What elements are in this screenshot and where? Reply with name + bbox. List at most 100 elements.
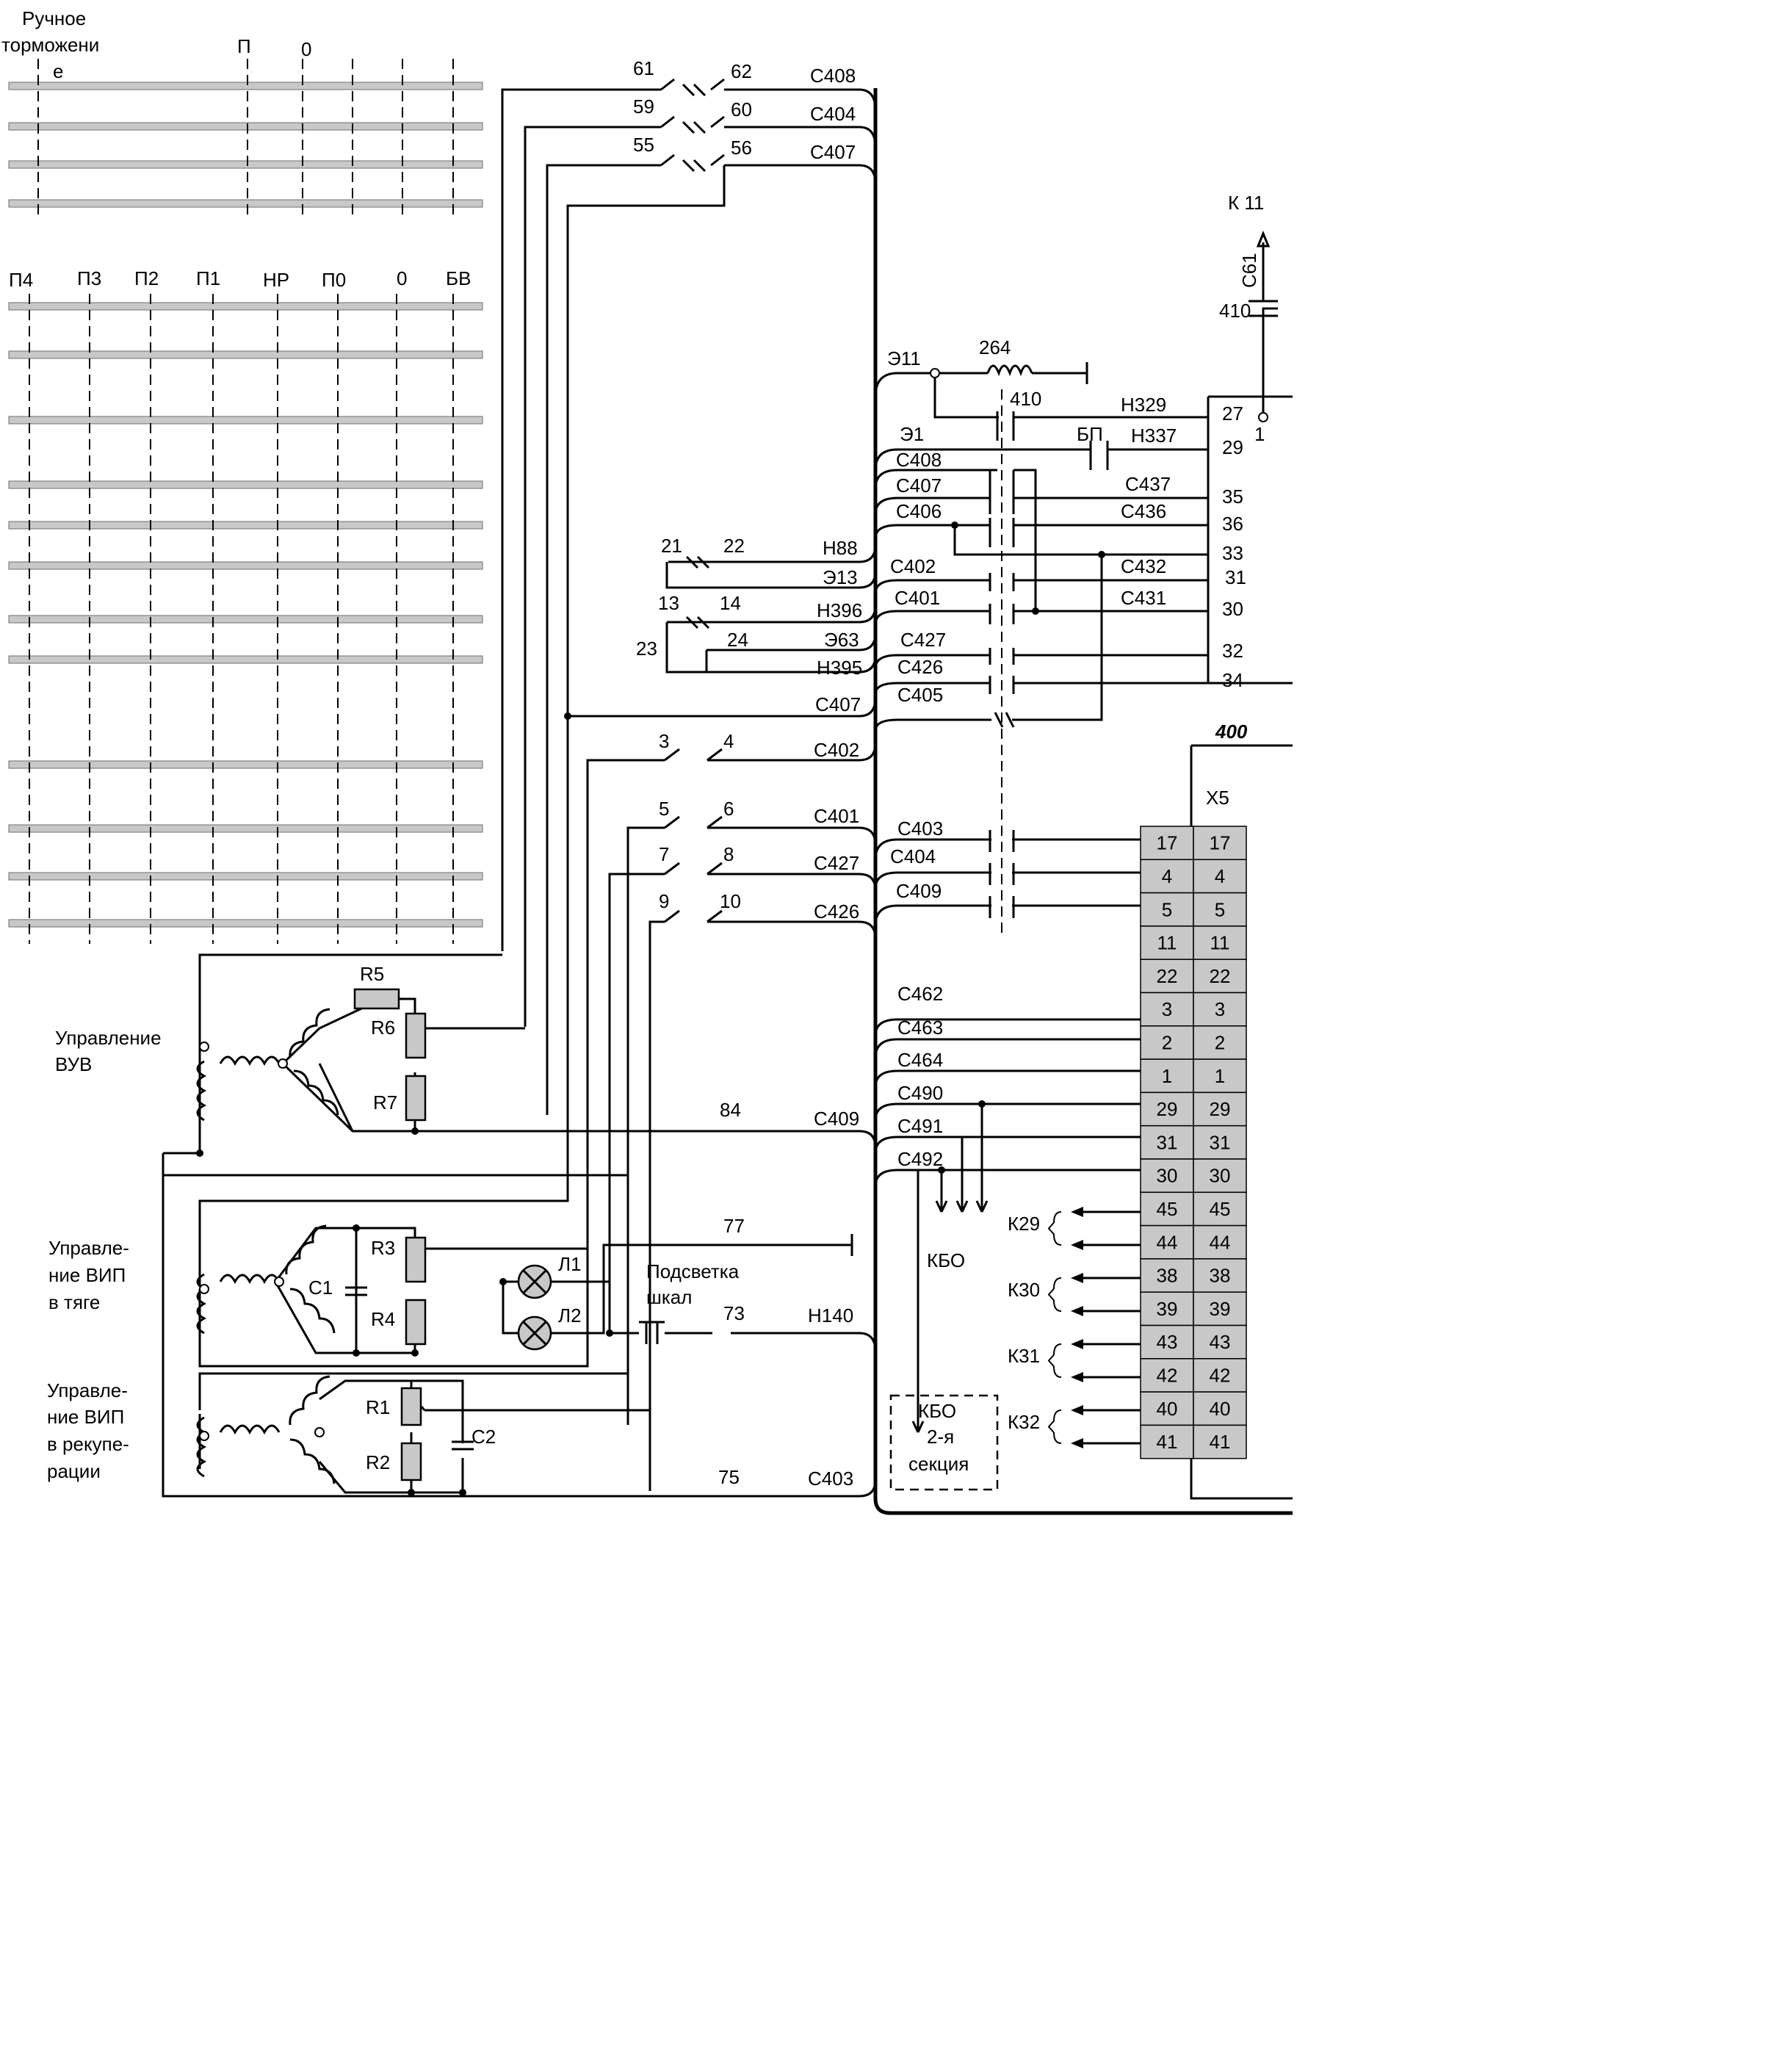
brake-contact-bar <box>8 122 483 131</box>
vip-t-title-2: ние ВИП <box>48 1264 126 1286</box>
x5-cell-value: 3 <box>1215 998 1225 1020</box>
contact-6: 6 <box>723 798 734 820</box>
labels: 61 62 С408 59 60 С404 55 56 С407 К 11 С6… <box>47 57 1265 1490</box>
label-c405: С405 <box>897 684 943 706</box>
main-contact-bar <box>8 561 483 570</box>
pos-p2: П2 <box>134 267 159 289</box>
label-c436: С436 <box>1121 500 1166 522</box>
label-r3: R3 <box>371 1237 395 1259</box>
x5-cell <box>1140 992 1194 1027</box>
contact-9: 9 <box>659 890 669 912</box>
x5-cell-value: 41 <box>1157 1431 1178 1453</box>
x5-cell-value: 31 <box>1210 1131 1231 1153</box>
contact-21: 21 <box>661 535 682 557</box>
label-c432: С432 <box>1121 555 1166 577</box>
label-n337: Н337 <box>1131 425 1177 447</box>
k32-label: К32 <box>1008 1411 1040 1433</box>
k-arrow-head <box>1071 1339 1083 1349</box>
x5-cell <box>1193 1424 1247 1459</box>
x5-cell <box>1193 892 1247 927</box>
x5-cell-value: 4 <box>1215 865 1225 887</box>
x5-cell-value: 42 <box>1157 1364 1178 1386</box>
contact-7: 7 <box>659 843 669 865</box>
label-bp: БП <box>1077 423 1103 445</box>
label-c490: С490 <box>897 1082 943 1104</box>
x5-cell <box>1140 859 1194 894</box>
x5-cell-value: 17 <box>1157 832 1178 854</box>
main-contact-bar <box>8 872 483 881</box>
k-group-brace <box>1047 1343 1062 1378</box>
x5-cell <box>1140 1091 1194 1127</box>
x5-cell-value: 3 <box>1162 998 1172 1020</box>
x5-cell <box>1140 1191 1194 1227</box>
label-c401: С401 <box>895 587 940 609</box>
k-arrow-head <box>1071 1372 1083 1382</box>
x5-cell-value: 31 <box>1157 1131 1178 1153</box>
k-group-brace <box>1047 1211 1062 1246</box>
label-n395: Н395 <box>817 657 862 679</box>
contact-3: 3 <box>659 730 669 752</box>
label-l1: Л1 <box>558 1253 582 1275</box>
x5-cell <box>1140 1224 1194 1260</box>
label-c492: С492 <box>897 1148 943 1170</box>
terminal-33: 33 <box>1222 542 1243 564</box>
label-410-relay: 410 <box>1010 388 1041 410</box>
label-r7: R7 <box>373 1091 397 1113</box>
main-contact-bar <box>8 521 483 530</box>
controller-labels: Ручное торможени е П 0 П4 П3 П2 П1 НР П0… <box>1 7 471 291</box>
x5-cell <box>1193 1258 1247 1293</box>
x5-cell <box>1193 826 1247 861</box>
x5-cell <box>1140 1125 1194 1160</box>
contact-55: 55 <box>633 134 654 156</box>
connector-x5: Х5 <box>1206 787 1229 809</box>
k-arrow-head <box>1071 1273 1083 1283</box>
main-contact-bar <box>8 655 483 664</box>
contact-23: 23 <box>636 638 657 660</box>
pos-bv: БВ <box>446 267 471 289</box>
label-c426: С426 <box>897 656 943 678</box>
vip-t-title-1: Управле- <box>48 1237 129 1259</box>
label-c402-low: С402 <box>814 739 859 761</box>
label-r5: R5 <box>360 963 384 985</box>
x5-cell-value: 11 <box>1210 932 1230 954</box>
junctions <box>196 368 1268 1496</box>
x5-cell-value: 5 <box>1215 898 1225 920</box>
brake-contact-bar <box>8 160 483 169</box>
label-r4: R4 <box>371 1308 395 1330</box>
terminal-31: 31 <box>1225 566 1246 588</box>
components <box>345 78 1109 1491</box>
wire-c407-top: С407 <box>810 141 856 163</box>
x5-cell-value: 30 <box>1157 1165 1178 1187</box>
lamps-caption-2: шкал <box>646 1286 692 1308</box>
k29-label: К29 <box>1008 1213 1040 1235</box>
x5-cell <box>1140 892 1194 927</box>
label-e11: Э11 <box>887 347 921 369</box>
pos-p4: П4 <box>9 269 33 291</box>
label-r2: R2 <box>366 1451 390 1473</box>
k-arrow-head <box>1071 1306 1083 1316</box>
pos-0: 0 <box>397 267 407 289</box>
terminal-34: 34 <box>1222 669 1243 691</box>
label-n88: Н88 <box>823 537 858 559</box>
lamps-caption-1: Подсветка <box>646 1260 740 1282</box>
main-contact-bar <box>8 760 483 769</box>
x5-cell-value: 41 <box>1210 1431 1231 1453</box>
x5-cell-value: 44 <box>1157 1231 1178 1253</box>
label-c406: С406 <box>896 500 942 522</box>
contact-59: 59 <box>633 95 654 118</box>
label-c407: С407 <box>896 474 942 497</box>
brake-pos-0: 0 <box>301 38 311 60</box>
pos-p3: П3 <box>77 267 101 289</box>
x5-cell-value: 2 <box>1215 1031 1225 1053</box>
x5-cell-value: 45 <box>1157 1198 1178 1220</box>
label-n140: Н140 <box>808 1304 853 1326</box>
label-c426-low: С426 <box>814 900 859 923</box>
x5-cell-value: 38 <box>1210 1265 1231 1287</box>
terminal-32: 32 <box>1222 640 1243 662</box>
brake-title-1: Ручное <box>22 7 86 29</box>
label-r6: R6 <box>371 1017 395 1039</box>
kbo-box-line3: секция <box>908 1453 969 1475</box>
x5-cell <box>1140 1025 1194 1060</box>
main-contact-bar <box>8 615 483 624</box>
vip-r-title-1: Управле- <box>47 1379 128 1401</box>
